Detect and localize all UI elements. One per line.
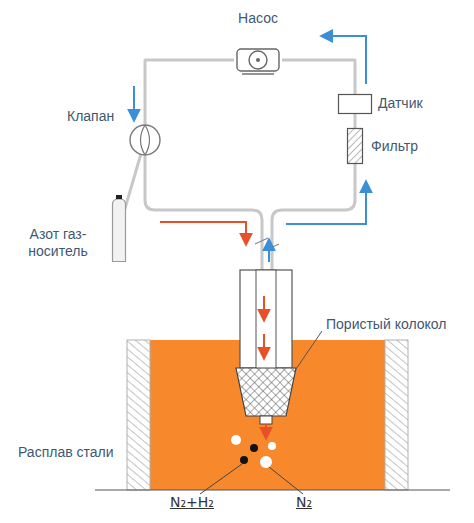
return-pipe [272, 164, 355, 272]
flow-arrow [265, 424, 267, 438]
gas-bubble [231, 435, 241, 445]
gas-label: N₂+H₂ [170, 494, 214, 511]
cylinder-symbol [112, 196, 126, 262]
filter-symbol [347, 128, 363, 164]
gas-pipe [354, 114, 357, 128]
probe-inner-tube [256, 270, 276, 378]
part-label: Пористый колокол [326, 316, 446, 333]
porous-bell [236, 368, 296, 416]
flow-arrow [133, 86, 135, 120]
sensor-node: Датчик [338, 94, 372, 114]
sensor-symbol [338, 94, 372, 114]
gas-bubble [240, 456, 248, 464]
node-label: Датчик [378, 95, 423, 112]
node-label: Фильтр [371, 138, 418, 155]
pump-node: Насос [234, 44, 282, 76]
flow-arrow [160, 222, 246, 244]
node-label: Насос [224, 10, 292, 27]
bell-outlet [260, 416, 272, 424]
leader-line [294, 331, 322, 372]
gas-bubble [260, 456, 272, 468]
furnace-wall [127, 340, 150, 490]
part-label: Расплав стали [18, 444, 114, 461]
gas-bubble [250, 444, 258, 452]
pump-symbol [234, 44, 282, 76]
base-line [95, 489, 450, 490]
gas-pipe [145, 60, 234, 124]
flow-arrow [263, 296, 265, 320]
break-mark [255, 238, 279, 250]
flow-arrow [263, 334, 265, 358]
flow-arrow [286, 182, 366, 224]
gas-label: N₂ [296, 494, 312, 511]
filter-node: Фильтр [347, 128, 363, 164]
node-label: Клапан [67, 108, 114, 125]
gas-cylinder-node: Азот газ-носитель [112, 196, 126, 262]
node-label: Азот газ-носитель [8, 226, 108, 260]
gas-bubble [268, 442, 276, 450]
valve-symbol [129, 124, 161, 156]
leader-line [200, 464, 242, 494]
leader-line [269, 467, 303, 494]
supply-pipe [145, 156, 262, 272]
furnace-wall [385, 340, 408, 490]
flow-arrow [268, 240, 270, 262]
gas-pipe [282, 60, 355, 94]
valve-node: Клапан [129, 124, 161, 156]
